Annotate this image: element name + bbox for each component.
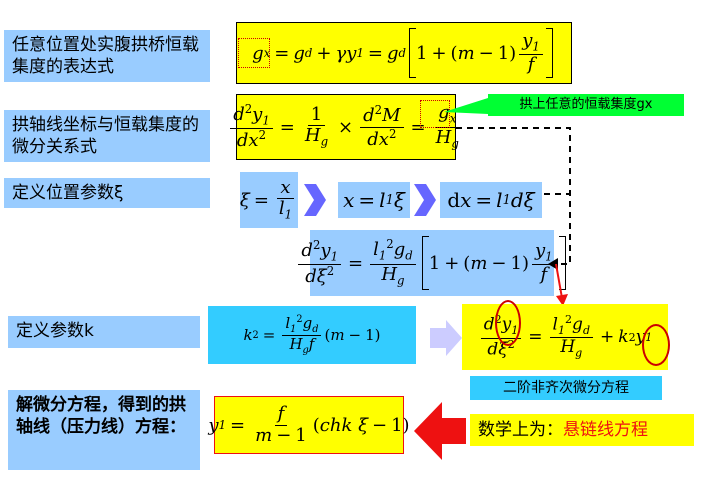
label-position-parameter: 定义位置参数ξ [4, 178, 210, 208]
label-differential-relation: 拱轴线坐标与恒载集度的微分关系式 [4, 110, 210, 162]
label-dead-load-expression: 任意位置处实腹拱桥恒载集度的表达式 [4, 30, 210, 82]
label-parameter-k: 定义参数k [8, 316, 200, 348]
callout-gx: 拱上任意的恒载集度gx [488, 94, 684, 116]
arrow-right-light-icon [430, 320, 462, 356]
arrow-down-red-icon [555, 263, 568, 306]
y1-highlight-circle [495, 300, 521, 346]
y1-highlight-circle [642, 324, 670, 366]
arrow-left-red-icon [414, 402, 466, 460]
gx-highlight-box-2 [420, 100, 450, 128]
label-solution: 解微分方程，得到的拱轴线（压力线）方程： [8, 390, 200, 470]
gx-highlight-box [238, 38, 270, 68]
catenary-label: 悬链线方程 [563, 420, 648, 440]
arrow-right-icon [304, 184, 326, 216]
ode-type-label: 二阶非齐次微分方程 [470, 376, 662, 400]
math-note: 数学上为：悬链线方程 [470, 414, 694, 446]
arrow-right-icon [414, 184, 436, 216]
callout-pointer [444, 98, 488, 114]
dashed-connector [456, 127, 571, 270]
